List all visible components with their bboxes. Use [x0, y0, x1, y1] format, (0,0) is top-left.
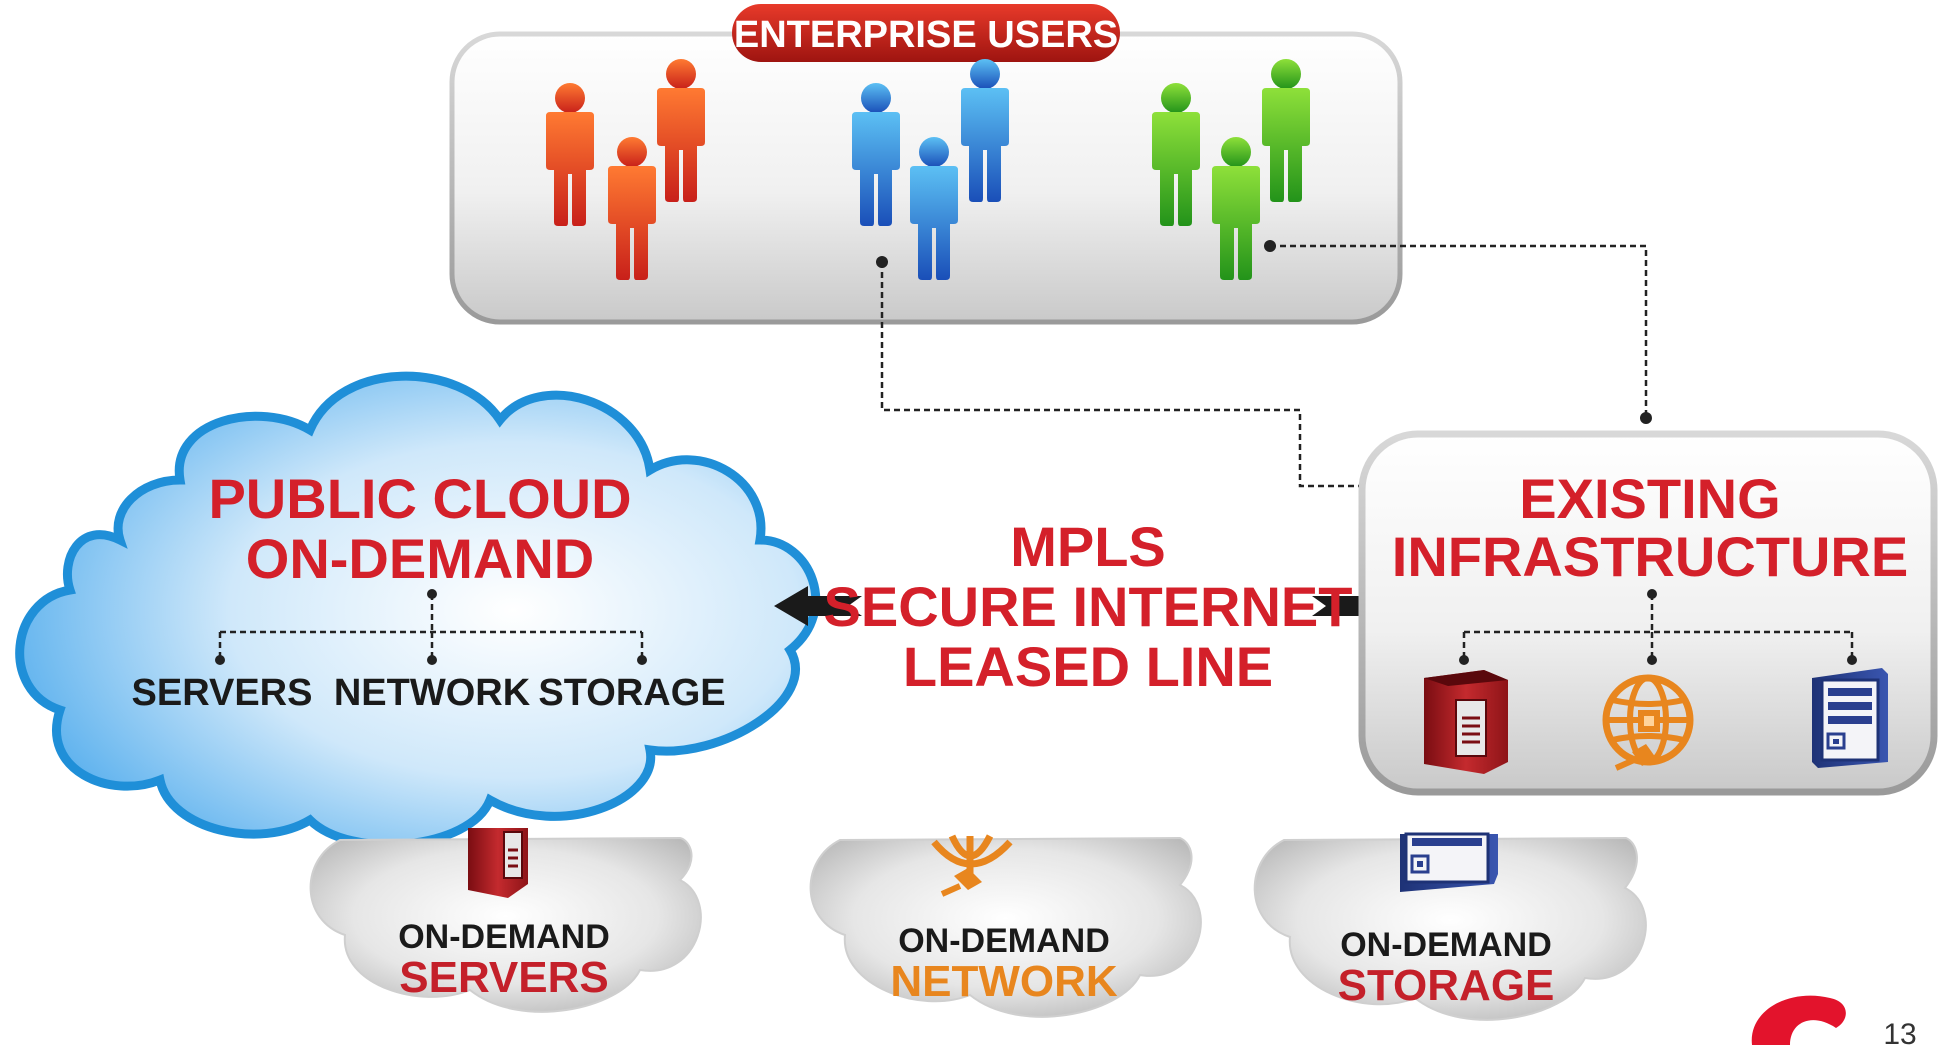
on-demand-network-line1: ON-DEMAND [898, 922, 1110, 960]
on-demand-servers-cloud: ON-DEMAND SERVERS [309, 828, 702, 1013]
public-cloud-tree-dots [215, 589, 647, 665]
connection-line-3: LEASED LINE [903, 635, 1273, 698]
server-icon [1422, 668, 1510, 776]
enterprise-users-badge: ENTERPRISE USERS [732, 4, 1120, 62]
public-cloud: PUBLIC CLOUD ON-DEMAND SERVERS NETWORK S… [15, 371, 821, 850]
on-demand-storage-cloud: ON-DEMAND STORAGE [1253, 832, 1647, 1021]
left-arrow-icon [774, 586, 862, 626]
existing-infrastructure-panel: EXISTING INFRASTRUCTURE [1358, 430, 1938, 796]
page-number: 13 [1883, 1018, 1916, 1045]
public-cloud-item-network: NETWORK [334, 672, 531, 714]
storage-icon [1810, 666, 1890, 770]
on-demand-network-line2: NETWORK [890, 957, 1118, 1006]
on-demand-network-cloud: ON-DEMAND NETWORK [809, 834, 1202, 1018]
public-cloud-item-storage: STORAGE [538, 672, 725, 714]
existing-title-line2: INFRASTRUCTURE [1392, 525, 1908, 588]
public-cloud-title-line2: ON-DEMAND [246, 527, 594, 590]
corner-logo-icon [1751, 995, 1846, 1045]
existing-title-line1: EXISTING [1519, 467, 1780, 530]
user-connectors [880, 244, 1648, 488]
on-demand-storage-line1: ON-DEMAND [1340, 926, 1552, 964]
public-cloud-title-line1: PUBLIC CLOUD [208, 467, 631, 530]
connection-line-1: MPLS [1010, 515, 1166, 578]
public-cloud-item-servers: SERVERS [132, 672, 313, 714]
on-demand-storage-line2: STORAGE [1338, 961, 1555, 1010]
on-demand-servers-line1: ON-DEMAND [398, 918, 610, 956]
existing-tree-dots [1459, 589, 1857, 665]
enterprise-users-label: ENTERPRISE USERS [734, 14, 1118, 56]
connection-line-2: SECURE INTERNET [824, 575, 1353, 638]
on-demand-servers-line2: SERVERS [399, 953, 609, 1002]
